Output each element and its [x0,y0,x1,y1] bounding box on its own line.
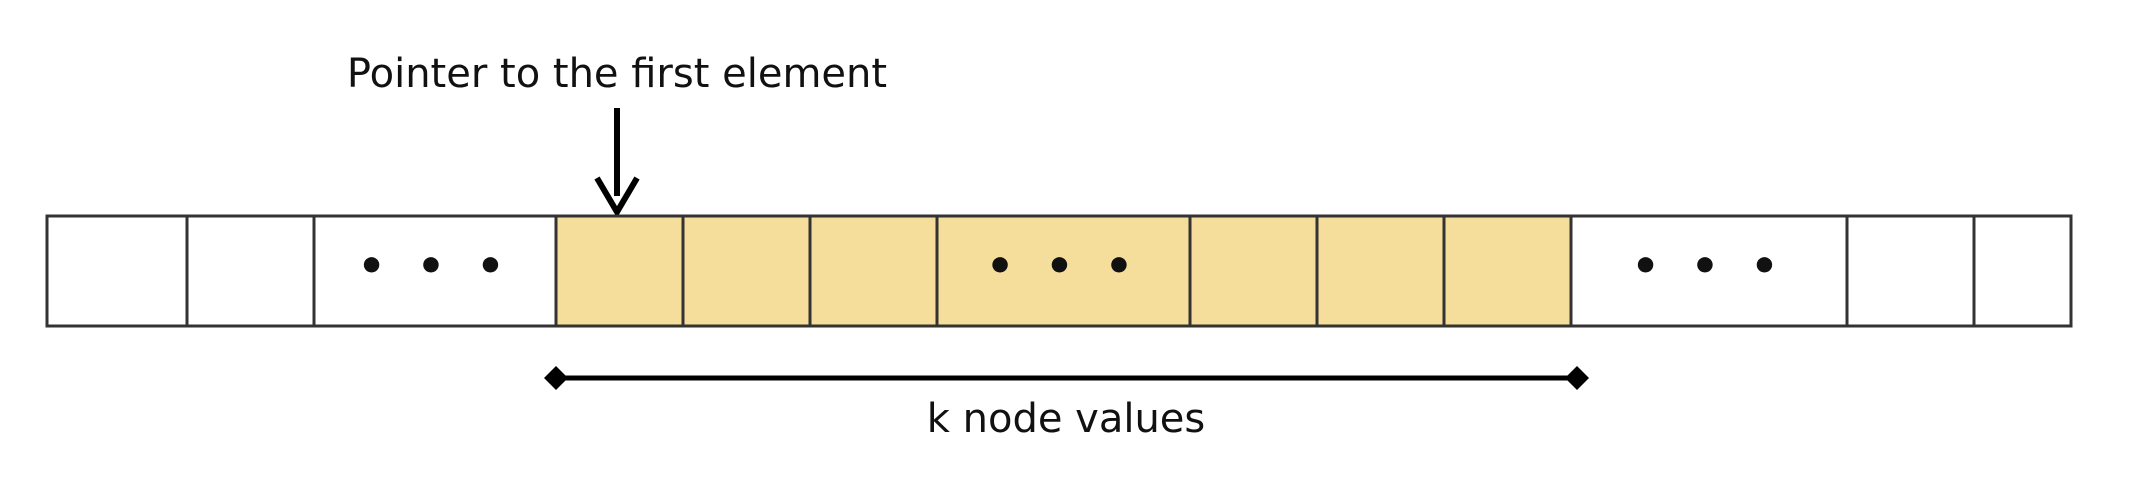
span-label: k node values [927,396,1206,442]
array-cell-highlighted [808,214,939,328]
span-bracket [544,366,1589,390]
pointer-label: Pointer to the first element [347,51,887,97]
ellipsis-dots: • • • [986,241,1141,292]
array-cell-highlighted [554,214,685,328]
ellipsis-dots: • • • [357,241,512,292]
array-cell-highlighted [1188,214,1319,328]
ellipsis-dots: • • • [1631,241,1786,292]
array-cell [1569,214,1849,328]
array-cell [185,214,316,328]
array-cell [1845,214,1976,328]
array-cells: • • • • • • • • • [45,214,2073,328]
array-cell [1972,214,2073,328]
pointer-arrow-icon [594,108,640,218]
array-cell [45,214,189,328]
array-cell-highlighted [935,214,1192,328]
right-diamond-icon [1565,366,1589,390]
array-cell-highlighted [1442,214,1573,328]
array-cell-highlighted [1315,214,1446,328]
array-cell-highlighted [681,214,812,328]
left-diamond-icon [544,366,568,390]
